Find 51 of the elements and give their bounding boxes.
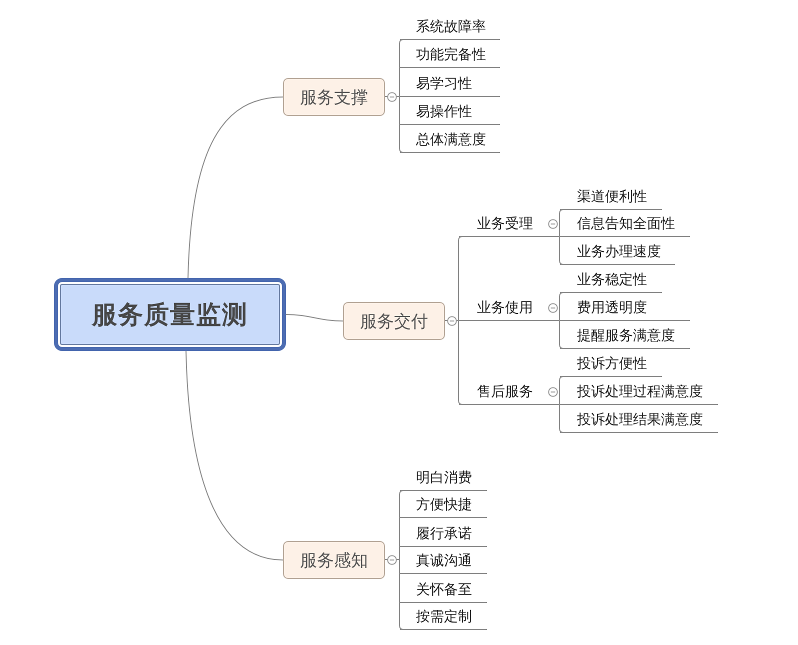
- branch-line: [399, 96, 400, 125]
- underlined-topic: 投诉处理过程满意度: [560, 381, 718, 405]
- underlined-topic: 费用透明度: [560, 297, 690, 321]
- underlined-topic: 关怀备至: [400, 579, 487, 603]
- branch-line: [458, 236, 463, 321]
- underlined-topic: 真诚沟通: [400, 550, 487, 574]
- underlined-topic: 明白消费: [400, 467, 487, 491]
- underlined-topic: 业务受理: [459, 213, 548, 237]
- branch-line: [548, 320, 560, 321]
- branch-line: [286, 314, 344, 322]
- underlined-topic: 投诉处理结果满意度: [560, 409, 718, 433]
- underlined-topic: 业务稳定性: [560, 269, 662, 293]
- branch-line: [399, 490, 404, 518]
- underlined-topic: 按需定制: [400, 606, 487, 630]
- topic-box: 服务感知: [283, 541, 385, 579]
- underlined-topic: 方便快捷: [400, 494, 487, 518]
- branch-line: [399, 67, 400, 97]
- branch-line: [559, 376, 564, 405]
- underlined-topic: 总体满意度: [400, 129, 500, 153]
- underlined-topic: 投诉方便性: [560, 353, 662, 377]
- branch-line: [559, 292, 564, 321]
- branch-line: [559, 236, 564, 265]
- branch-line: [186, 350, 284, 560]
- underlined-topic: 系统故障率: [400, 16, 500, 40]
- central-topic-box: 服务质量监测: [54, 278, 286, 351]
- underlined-topic: 功能完备性: [400, 44, 500, 68]
- branch-line: [559, 209, 564, 237]
- underlined-topic: 信息告知全面性: [560, 213, 690, 237]
- underlined-topic: 业务使用: [459, 297, 548, 321]
- underlined-topic: 履行承诺: [400, 523, 487, 547]
- topic-box: 服务支撑: [283, 78, 385, 116]
- underlined-topic: 渠道便利性: [560, 186, 662, 210]
- branch-line: [399, 573, 400, 603]
- underlined-topic: 业务办理速度: [560, 241, 675, 265]
- branch-line: [559, 320, 564, 349]
- branch-line: [399, 602, 404, 630]
- branch-line: [559, 404, 564, 433]
- topic-box: 服务交付: [343, 302, 445, 340]
- underlined-topic: 售后服务: [459, 381, 548, 405]
- branch-line: [399, 124, 404, 153]
- branch-line: [548, 236, 560, 237]
- branch-line: [399, 517, 400, 547]
- underlined-topic: 易学习性: [400, 73, 500, 97]
- branch-line: [458, 320, 463, 405]
- underlined-topic: 提醒服务满意度: [560, 325, 690, 349]
- branch-line: [399, 39, 404, 68]
- branch-line: [188, 96, 284, 278]
- branch-line: [399, 559, 400, 574]
- branch-line: [399, 546, 400, 560]
- underlined-topic: 易操作性: [400, 101, 500, 125]
- branch-line: [548, 404, 560, 405]
